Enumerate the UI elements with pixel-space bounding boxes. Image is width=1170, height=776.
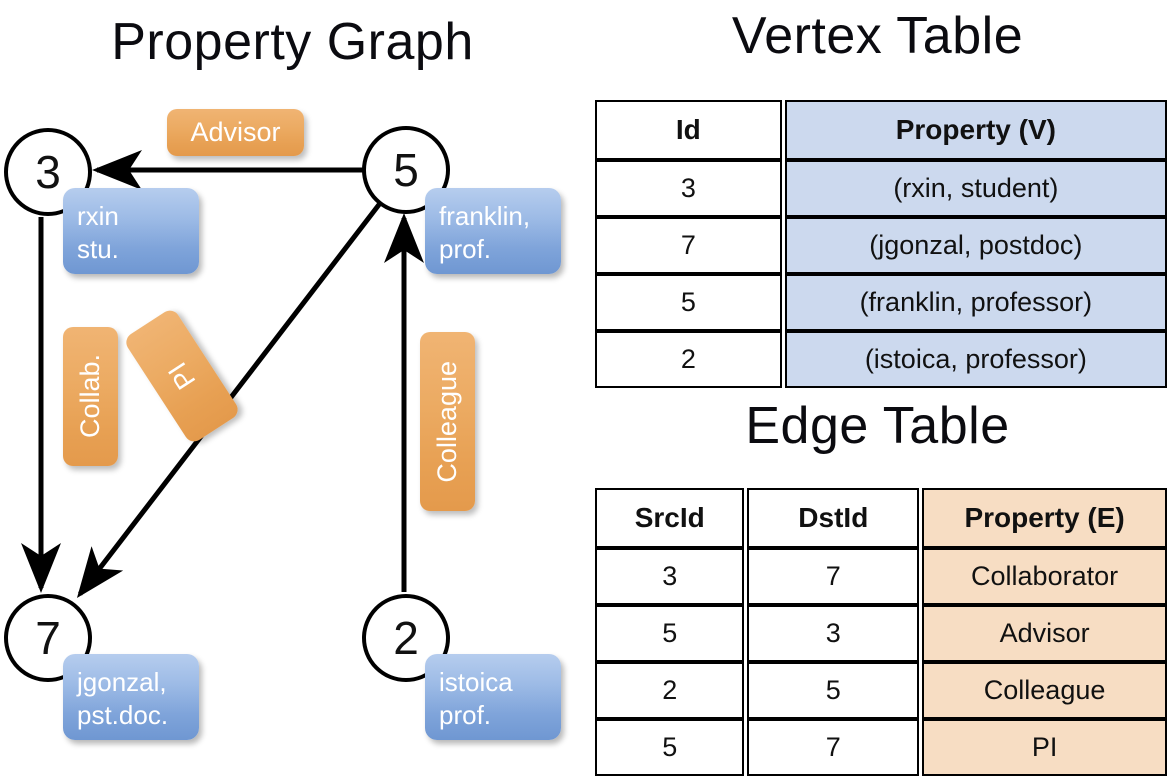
edge-table-cell-srcid: 5	[595, 719, 745, 776]
page-title-edge-table: Edge Table	[745, 397, 1010, 455]
page-title-property-graph: Property Graph	[111, 13, 474, 71]
vertex-property-box-3[interactable]: rxin stu.	[63, 188, 199, 274]
edge-table-cell-dstid: 7	[747, 719, 920, 776]
table-row[interactable]: 2 5 Colleague	[595, 662, 1167, 719]
vertex-table-cell-property: (rxin, student)	[784, 160, 1167, 217]
property-graph-diagram: 3 5 7 2 rxin stu. franklin, prof. jgonza…	[0, 0, 585, 760]
vertex-property-box-7[interactable]: jgonzal, pst.doc.	[63, 654, 199, 740]
vertex-property-line: prof.	[439, 234, 492, 265]
table-header-row: SrcId DstId Property (E)	[595, 488, 1167, 548]
graph-vertex-2[interactable]: 2	[362, 594, 450, 682]
edge-table-cell-srcid: 5	[595, 605, 745, 662]
vertex-property-box-5[interactable]: franklin, prof.	[425, 188, 561, 274]
edge-table-header-dstid: DstId	[747, 488, 920, 548]
edge-table-cell-property: Colleague	[922, 662, 1167, 719]
edge-table-cell-dstid: 3	[747, 605, 920, 662]
edge-label-text: PI	[162, 357, 202, 396]
edge-table-cell-srcid: 3	[595, 548, 745, 605]
vertex-table-header-id: Id	[595, 100, 782, 160]
edge-table-header-srcid: SrcId	[595, 488, 745, 548]
vertex-property-line: franklin,	[439, 201, 531, 231]
edge-label-colleague[interactable]: Colleague	[420, 332, 475, 511]
table-row[interactable]: 2 (istoica, professor)	[595, 331, 1167, 388]
edge-table-cell-dstid: 7	[747, 548, 920, 605]
vertex-property-line: rxin	[77, 201, 119, 231]
table-row[interactable]: 3 7 Collaborator	[595, 548, 1167, 605]
vertex-table-cell-id: 3	[595, 160, 782, 217]
vertex-table-cell-property: (istoica, professor)	[784, 331, 1167, 388]
edge-table-cell-property: Advisor	[922, 605, 1167, 662]
table-row[interactable]: 5 7 PI	[595, 719, 1167, 776]
edge-label-text: Advisor	[190, 117, 281, 147]
edge-label-text: Colleague	[432, 360, 462, 483]
vertex-table-header-property: Property (V)	[784, 100, 1167, 160]
vertex-property-line: istoica	[439, 667, 513, 697]
edge-label-advisor[interactable]: Advisor	[167, 109, 304, 156]
edge-label-text: Collab.	[75, 354, 105, 439]
table-row[interactable]: 5 3 Advisor	[595, 605, 1167, 662]
edge-table-cell-property: Collaborator	[922, 548, 1167, 605]
vertex-table: Id Property (V) 3 (rxin, student) 7 (jgo…	[592, 100, 1170, 388]
vertex-table-cell-id: 7	[595, 217, 782, 274]
table-row[interactable]: 3 (rxin, student)	[595, 160, 1167, 217]
graph-vertex-5[interactable]: 5	[362, 126, 450, 214]
page-title-vertex-table: Vertex Table	[731, 7, 1024, 65]
vertex-property-line: prof.	[439, 700, 492, 731]
vertex-property-line: jgonzal,	[77, 667, 167, 697]
vertex-table-cell-property: (jgonzal, postdoc)	[784, 217, 1167, 274]
edge-label-collab[interactable]: Collab.	[63, 327, 118, 466]
table-header-row: Id Property (V)	[595, 100, 1167, 160]
edge-table-header-property: Property (E)	[922, 488, 1167, 548]
vertex-property-line: stu.	[77, 234, 119, 265]
vertex-property-box-2[interactable]: istoica prof.	[425, 654, 561, 740]
table-row[interactable]: 5 (franklin, professor)	[595, 274, 1167, 331]
vertex-table-cell-id: 5	[595, 274, 782, 331]
vertex-table-cell-id: 2	[595, 331, 782, 388]
vertex-property-line: pst.doc.	[77, 700, 169, 731]
edge-table-cell-dstid: 5	[747, 662, 920, 719]
table-row[interactable]: 7 (jgonzal, postdoc)	[595, 217, 1167, 274]
edge-table-cell-property: PI	[922, 719, 1167, 776]
edge-table: SrcId DstId Property (E) 3 7 Collaborato…	[592, 488, 1170, 776]
edge-table-cell-srcid: 2	[595, 662, 745, 719]
vertex-table-cell-property: (franklin, professor)	[784, 274, 1167, 331]
